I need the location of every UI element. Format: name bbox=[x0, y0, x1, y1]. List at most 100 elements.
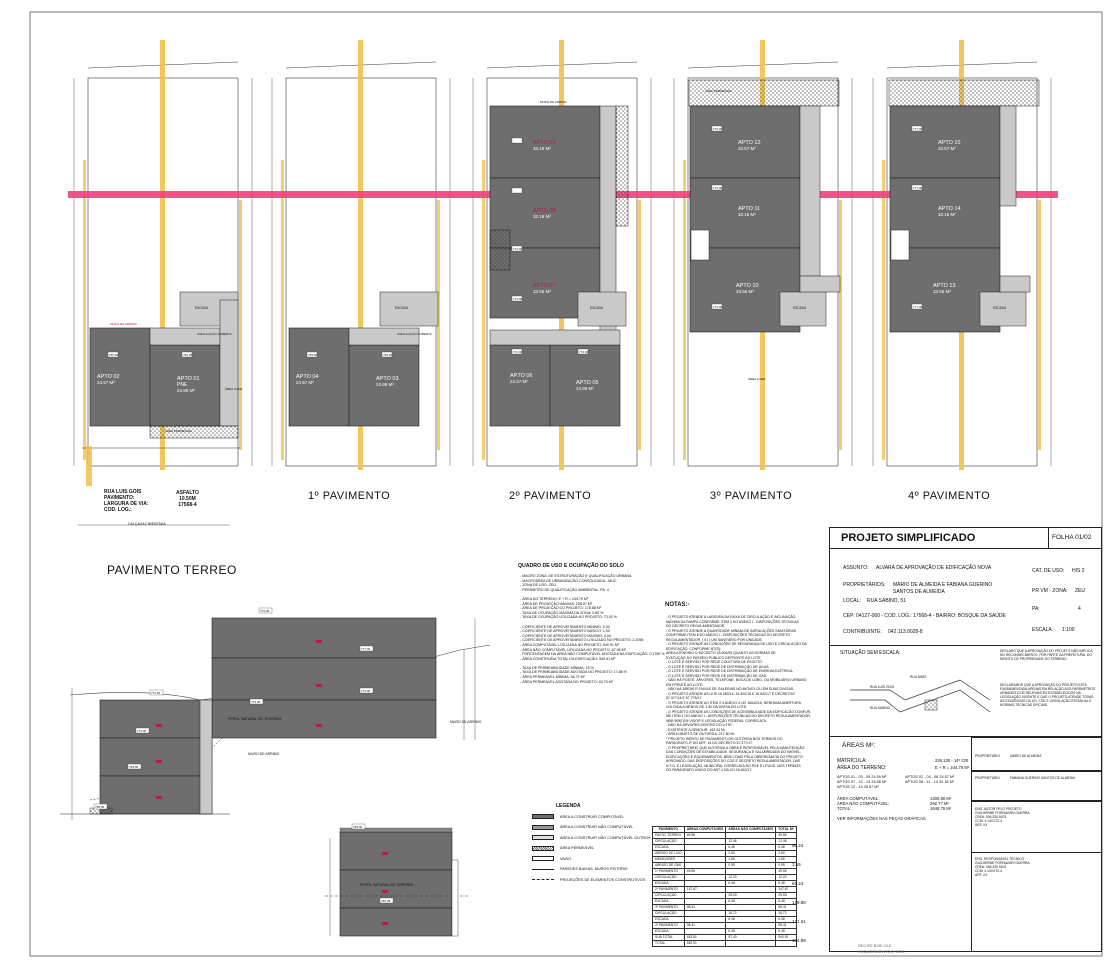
level-mark bbox=[359, 687, 374, 694]
nota-line: REGULAMENTADOR. ( 01 ) UM SANITÁRIO POR … bbox=[666, 637, 763, 642]
nota-line: - O LOTE É SERVIDO POR REDE COLETORA DE … bbox=[666, 660, 763, 664]
plan-0 bbox=[73, 40, 253, 470]
level-value: 766.35 bbox=[381, 899, 391, 903]
table-cell: ABRIGO DE LIXO bbox=[652, 850, 685, 857]
plan-terreo bbox=[89, 291, 239, 439]
axis-yellow-side bbox=[437, 200, 440, 450]
section-marker bbox=[316, 724, 322, 727]
prop-value-1: MÁRIO DE ALMEIDA E FABIANA GUERINO bbox=[893, 582, 993, 588]
area-totals-labels: ÁREA COMPUTÁVEL: ÁREA NÃO COMPUTÁVEL: TO… bbox=[837, 796, 890, 811]
level-value: 776.00 bbox=[713, 305, 723, 309]
apartment-area: 33.56 M² bbox=[933, 289, 951, 294]
axis-yellow bbox=[358, 40, 363, 470]
legend-text: PAREDES BAIXAS, MUROS PEITORIS bbox=[560, 867, 628, 871]
quadro-line: - TAXA DE PERMEABILIDADE MÍNIMA: 15 % bbox=[520, 665, 594, 670]
nota-line: - NÃO HÁ ÁREAS E FAIXAS DE GALERIAS NO I… bbox=[666, 687, 795, 691]
nota-line: PARÁGRAFO 2º DO ART. 15 DO DECRETO 57.37… bbox=[666, 741, 754, 745]
section-marker bbox=[382, 852, 388, 855]
street-values: ASFALTO 10.50M 17568-4 bbox=[176, 490, 199, 508]
quadro-line: - COEFICIENTE DE APROVEITAMENTO UTILIZAD… bbox=[520, 638, 644, 643]
circulation-block bbox=[799, 105, 821, 277]
nota-line: EDIFICAÇÕES E EQUIPAMENTOS, BEM COMO PEL… bbox=[666, 754, 803, 759]
nota-line: DO DECRETO REGULAMENTADOR. bbox=[666, 624, 726, 628]
apartment-area: 24.57 M² bbox=[97, 380, 115, 385]
apartment-name: APTO 06 bbox=[510, 373, 533, 379]
rua-dinis-label: RUA DINIS bbox=[910, 675, 927, 679]
nota-line: - O PROJETO ATENDE AS CONDIÇÕES DE SEGUR… bbox=[666, 642, 807, 646]
nota-line: 57.377/16 E 57.776/17. bbox=[666, 696, 703, 700]
pa-label: PA: bbox=[1032, 606, 1040, 612]
free-area-label: ÁREA LIVRE bbox=[748, 377, 766, 381]
rua-luis-label: RUA LUIS GOIS bbox=[870, 685, 895, 689]
floor-title-2: 2º PAVIMENTO bbox=[509, 490, 592, 502]
table-cell: ABRIGO DE GÁS bbox=[652, 862, 685, 869]
legend-swatch bbox=[532, 835, 554, 840]
apartment-name: APTO 09 bbox=[533, 140, 556, 146]
terreno-label: ÁREA DO TERRENO: bbox=[837, 765, 887, 771]
axis-yellow-side bbox=[281, 160, 284, 460]
quadro-line: - PORCENTAGEM DA ÁREA NÃO COMPUTÁVEL ADO… bbox=[520, 652, 665, 657]
quadro-line: - PERÍMETRO DE QUALIFICAÇÃO AMBIENTAL: P… bbox=[520, 587, 609, 592]
level-value: 776.00 bbox=[361, 689, 371, 693]
axis-yellow-side bbox=[83, 160, 86, 460]
circulation-block bbox=[979, 291, 1027, 327]
apartment-area: 33.56 M² bbox=[736, 289, 754, 294]
quadro-line: - ÁREA DE PROJEÇÃO MÁXIMA: 208.07 M² bbox=[520, 601, 592, 606]
level-mark bbox=[127, 763, 142, 770]
plan-3 bbox=[688, 79, 841, 333]
void-area bbox=[690, 229, 710, 261]
ver-info: VER INFORMAÇÕES NAS PEÇAS GRÁFICAS bbox=[837, 816, 926, 821]
natural-terrain-dashed bbox=[89, 664, 381, 801]
total-label: TOTAL: bbox=[837, 806, 852, 811]
axis-yellow bbox=[160, 40, 165, 470]
apartment-block bbox=[89, 327, 151, 427]
nota-line: ME ITEM 4 DO ANEXO I - DISPOSIÇÕES TÉCNI… bbox=[666, 714, 811, 718]
permeable-area bbox=[615, 105, 629, 227]
floor-title-4: 4º PAVIMENTO bbox=[908, 490, 991, 502]
stair-label: ESCADA bbox=[590, 306, 604, 310]
level-mark bbox=[149, 689, 164, 696]
muro-label-right: MURO DE ARRIMO bbox=[450, 720, 482, 724]
axis-yellow-side bbox=[482, 160, 485, 460]
apartment-area: 33.57 M² bbox=[938, 146, 956, 151]
level-mark bbox=[107, 351, 119, 358]
ncomp-value: 292.77 M² bbox=[930, 801, 949, 806]
table-cell bbox=[725, 940, 777, 947]
apartment-name: APTO 13 bbox=[933, 283, 956, 289]
level-value: 773.00 bbox=[251, 700, 261, 704]
quadro-line: - COEFICIENTE DE APROVEITAMENTO MÍNIMO: … bbox=[520, 624, 610, 629]
nota-line: - EXISTENTE A DEMOLIR: 162.00 M² bbox=[666, 727, 726, 732]
owner1-box bbox=[971, 737, 1102, 771]
rua-sabino-label: RUA SABINO bbox=[870, 706, 891, 710]
prop-label: PROPRIETÁRIOS: bbox=[843, 582, 886, 588]
declaro-text-2: DECLARAMOS QUE A APROVAÇÃO DO PROJETO ES… bbox=[1000, 683, 1096, 707]
axis-yellow-side bbox=[683, 160, 686, 460]
folha-box bbox=[1048, 527, 1102, 549]
section-floor-4 bbox=[211, 617, 437, 659]
owner2-box bbox=[971, 771, 1102, 801]
permeable-area bbox=[149, 425, 239, 439]
level-value: 772.00 bbox=[513, 297, 523, 301]
nota-line: - O PROJETO ATENDE A LARGURA DA FAIXA DE… bbox=[666, 615, 796, 619]
nota-line: CONFORME ITEM 8 DO ANEXO I - DISPOSIÇÕES… bbox=[666, 633, 790, 637]
legend-item: ÁREA PERMEÁVEL bbox=[532, 844, 651, 853]
cep-line: CEP: 04127-060 - COD. LOG.: 17568-4 - BA… bbox=[843, 613, 1006, 619]
matricula-label: MATRÍCULA: bbox=[837, 758, 867, 764]
section-floor-1 bbox=[99, 737, 213, 777]
notas-lines: - O PROJETO ATENDE A LARGURA DA FAIXA DE… bbox=[666, 615, 811, 773]
section-marker bbox=[156, 796, 162, 799]
quadro-line: - ÁREA CONSTRUÍDA TOTAL DA EDIFICAÇÃO: 5… bbox=[520, 656, 616, 661]
apartment-name: APTO 07 bbox=[533, 283, 556, 289]
aptos-line: APTOS 07 - 10 - 13 33.56 M² bbox=[837, 780, 887, 784]
level-mark bbox=[306, 351, 318, 358]
street-info: RUA LUIS GOIS PAVIMENTO: LARGURA DE VIA:… bbox=[104, 489, 149, 513]
apartment-name: APTO 03 bbox=[376, 376, 399, 382]
quadro-line: - TAXA DE OCUPAÇÃO MÁXIMA DA ZONA: 0.85 … bbox=[520, 610, 604, 615]
nota-line: VOLTADA A MENOS DE 1.50 DA DIVISA DO LOT… bbox=[666, 705, 748, 709]
permeable-area bbox=[489, 229, 511, 271]
level-mark bbox=[381, 351, 393, 358]
table-header: TOTAL M² bbox=[775, 826, 797, 833]
quadro-title: QUADRO DE USO E OCUPAÇÃO DO SOLO bbox=[518, 563, 624, 569]
